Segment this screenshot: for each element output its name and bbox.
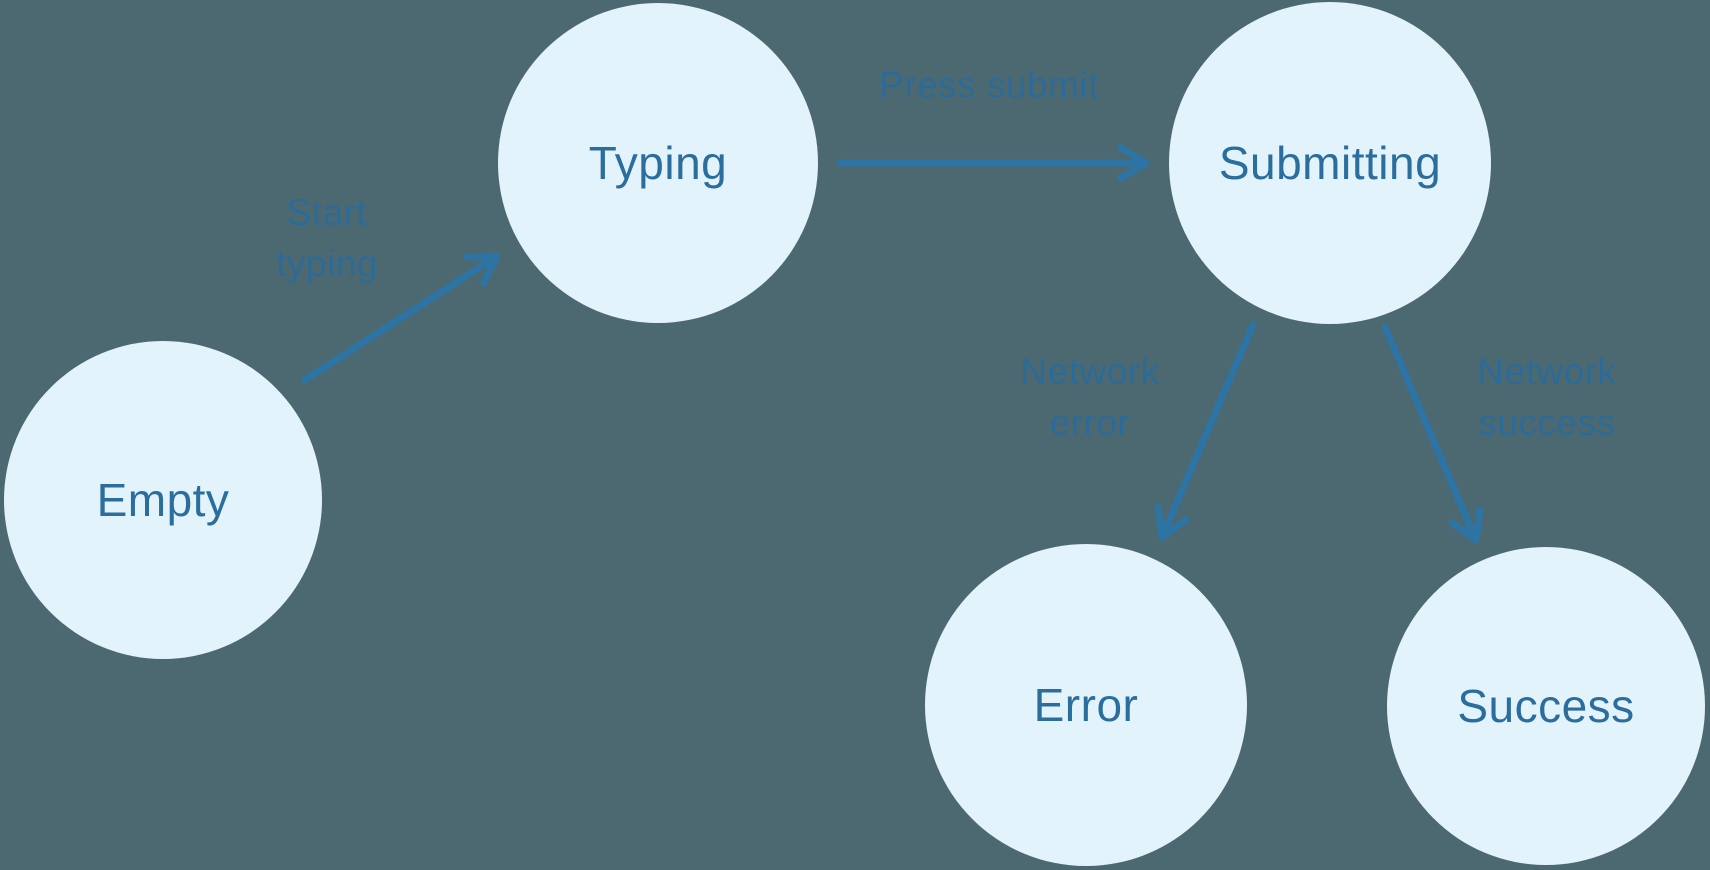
state-label-submitting: Submitting <box>1218 137 1442 189</box>
state-label-empty: Empty <box>96 474 230 526</box>
transition-arrow-empty-to-typing <box>301 252 501 384</box>
state-node-typing: Typing <box>498 3 818 323</box>
edge-label-network-error: Network error <box>1020 351 1160 443</box>
transition-arrow-submitting-to-success <box>1381 323 1484 544</box>
transition-arrow-typing-to-submitting <box>836 144 1150 182</box>
state-node-success: Success <box>1387 547 1705 865</box>
edge-label-press-submit: Press submit <box>879 64 1099 106</box>
state-node-error: Error <box>925 544 1247 866</box>
state-node-submitting: Submitting <box>1169 2 1491 324</box>
state-label-error: Error <box>1033 679 1139 731</box>
state-label-typing: Typing <box>588 137 728 189</box>
state-node-empty: Empty <box>4 341 322 659</box>
transition-arrow-submitting-to-error <box>1154 321 1257 541</box>
state-label-success: Success <box>1457 680 1635 732</box>
edge-label-network-success: Network success <box>1477 351 1617 443</box>
edge-label-start-typing: Start typing <box>276 192 378 284</box>
